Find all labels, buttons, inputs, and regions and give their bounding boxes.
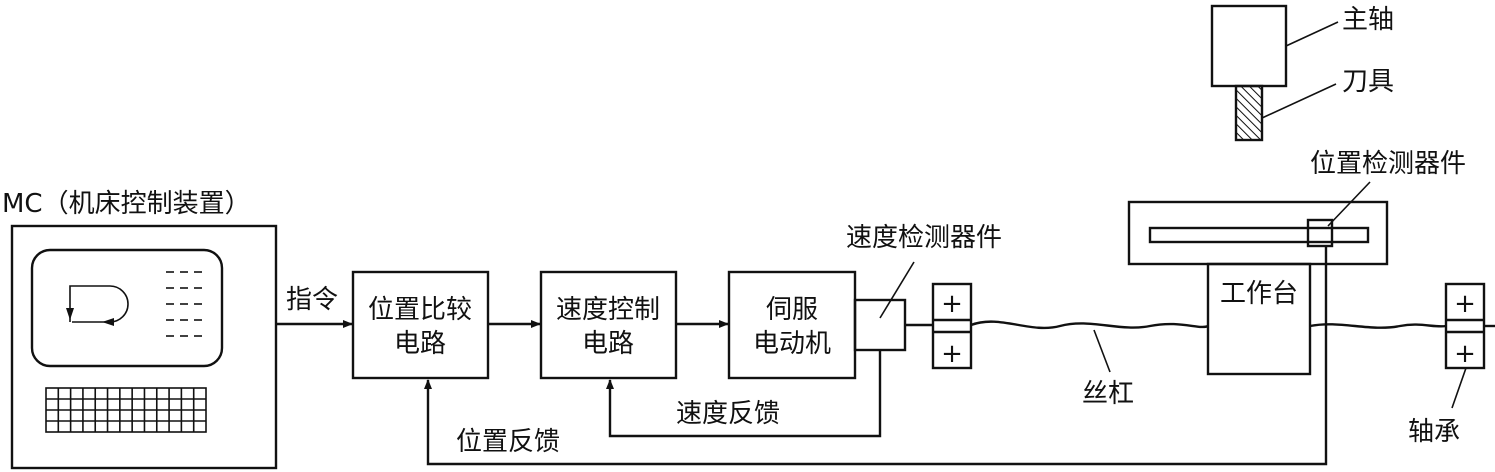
screen-dashes	[166, 271, 202, 337]
mc-screen	[30, 248, 224, 368]
command-label: 指令	[286, 285, 338, 315]
lead-screw-leader	[1093, 329, 1111, 373]
speed-control-label-2: 电路	[582, 329, 634, 359]
speed-feedback-line	[606, 350, 882, 438]
servo-motor-box	[727, 270, 857, 380]
mc-unit-box	[10, 224, 278, 470]
tool-label: 刀具	[1342, 67, 1394, 97]
position-sensor-leader	[1327, 181, 1371, 227]
worktable-label: 工作台	[1220, 279, 1298, 309]
bearing-leader	[1451, 367, 1467, 409]
speed-feedback-label: 速度反馈	[676, 399, 780, 429]
left-bearing: + +	[931, 282, 973, 370]
position-scale	[1148, 226, 1370, 244]
tool-leader	[1261, 83, 1337, 119]
position-sensor-head	[1306, 218, 1334, 248]
spindle-leader	[1285, 21, 1339, 47]
speed-control-box	[539, 270, 678, 380]
mc-label: MC（机床控制装置）	[2, 189, 251, 219]
position-compare-box	[351, 270, 490, 380]
plus-sign: +	[941, 289, 963, 319]
speed-sensor-box	[853, 298, 907, 352]
servo-label-1: 伺服	[766, 295, 818, 325]
plus-sign: +	[941, 339, 963, 369]
speed-sensor-leader	[879, 261, 915, 319]
worktable-body	[1206, 262, 1312, 376]
position-sensor-label: 位置检测器件	[1310, 149, 1466, 179]
tool-bit	[1234, 84, 1264, 142]
spindle-label: 主轴	[1342, 5, 1394, 35]
right-bearing: + +	[1444, 282, 1486, 370]
position-compare-label-1: 位置比较	[368, 295, 472, 325]
tool-path-icon	[66, 285, 129, 326]
lead-screw	[970, 320, 1447, 330]
plus-sign: +	[1454, 339, 1476, 369]
plus-sign: +	[1454, 289, 1476, 319]
worktable-top	[1127, 200, 1389, 266]
keyboard	[45, 387, 207, 433]
speed-control-label-1: 速度控制	[556, 295, 660, 325]
speed-sensor-label: 速度检测器件	[846, 223, 1002, 253]
servo-label-2: 电动机	[753, 329, 831, 359]
spindle-box	[1210, 4, 1288, 88]
position-feedback-label: 位置反馈	[456, 427, 560, 457]
position-feedback-line	[424, 246, 1328, 466]
lead-screw-label: 丝杠	[1082, 379, 1134, 409]
bearing-label: 轴承	[1408, 417, 1460, 447]
position-compare-label-2: 电路	[394, 329, 446, 359]
